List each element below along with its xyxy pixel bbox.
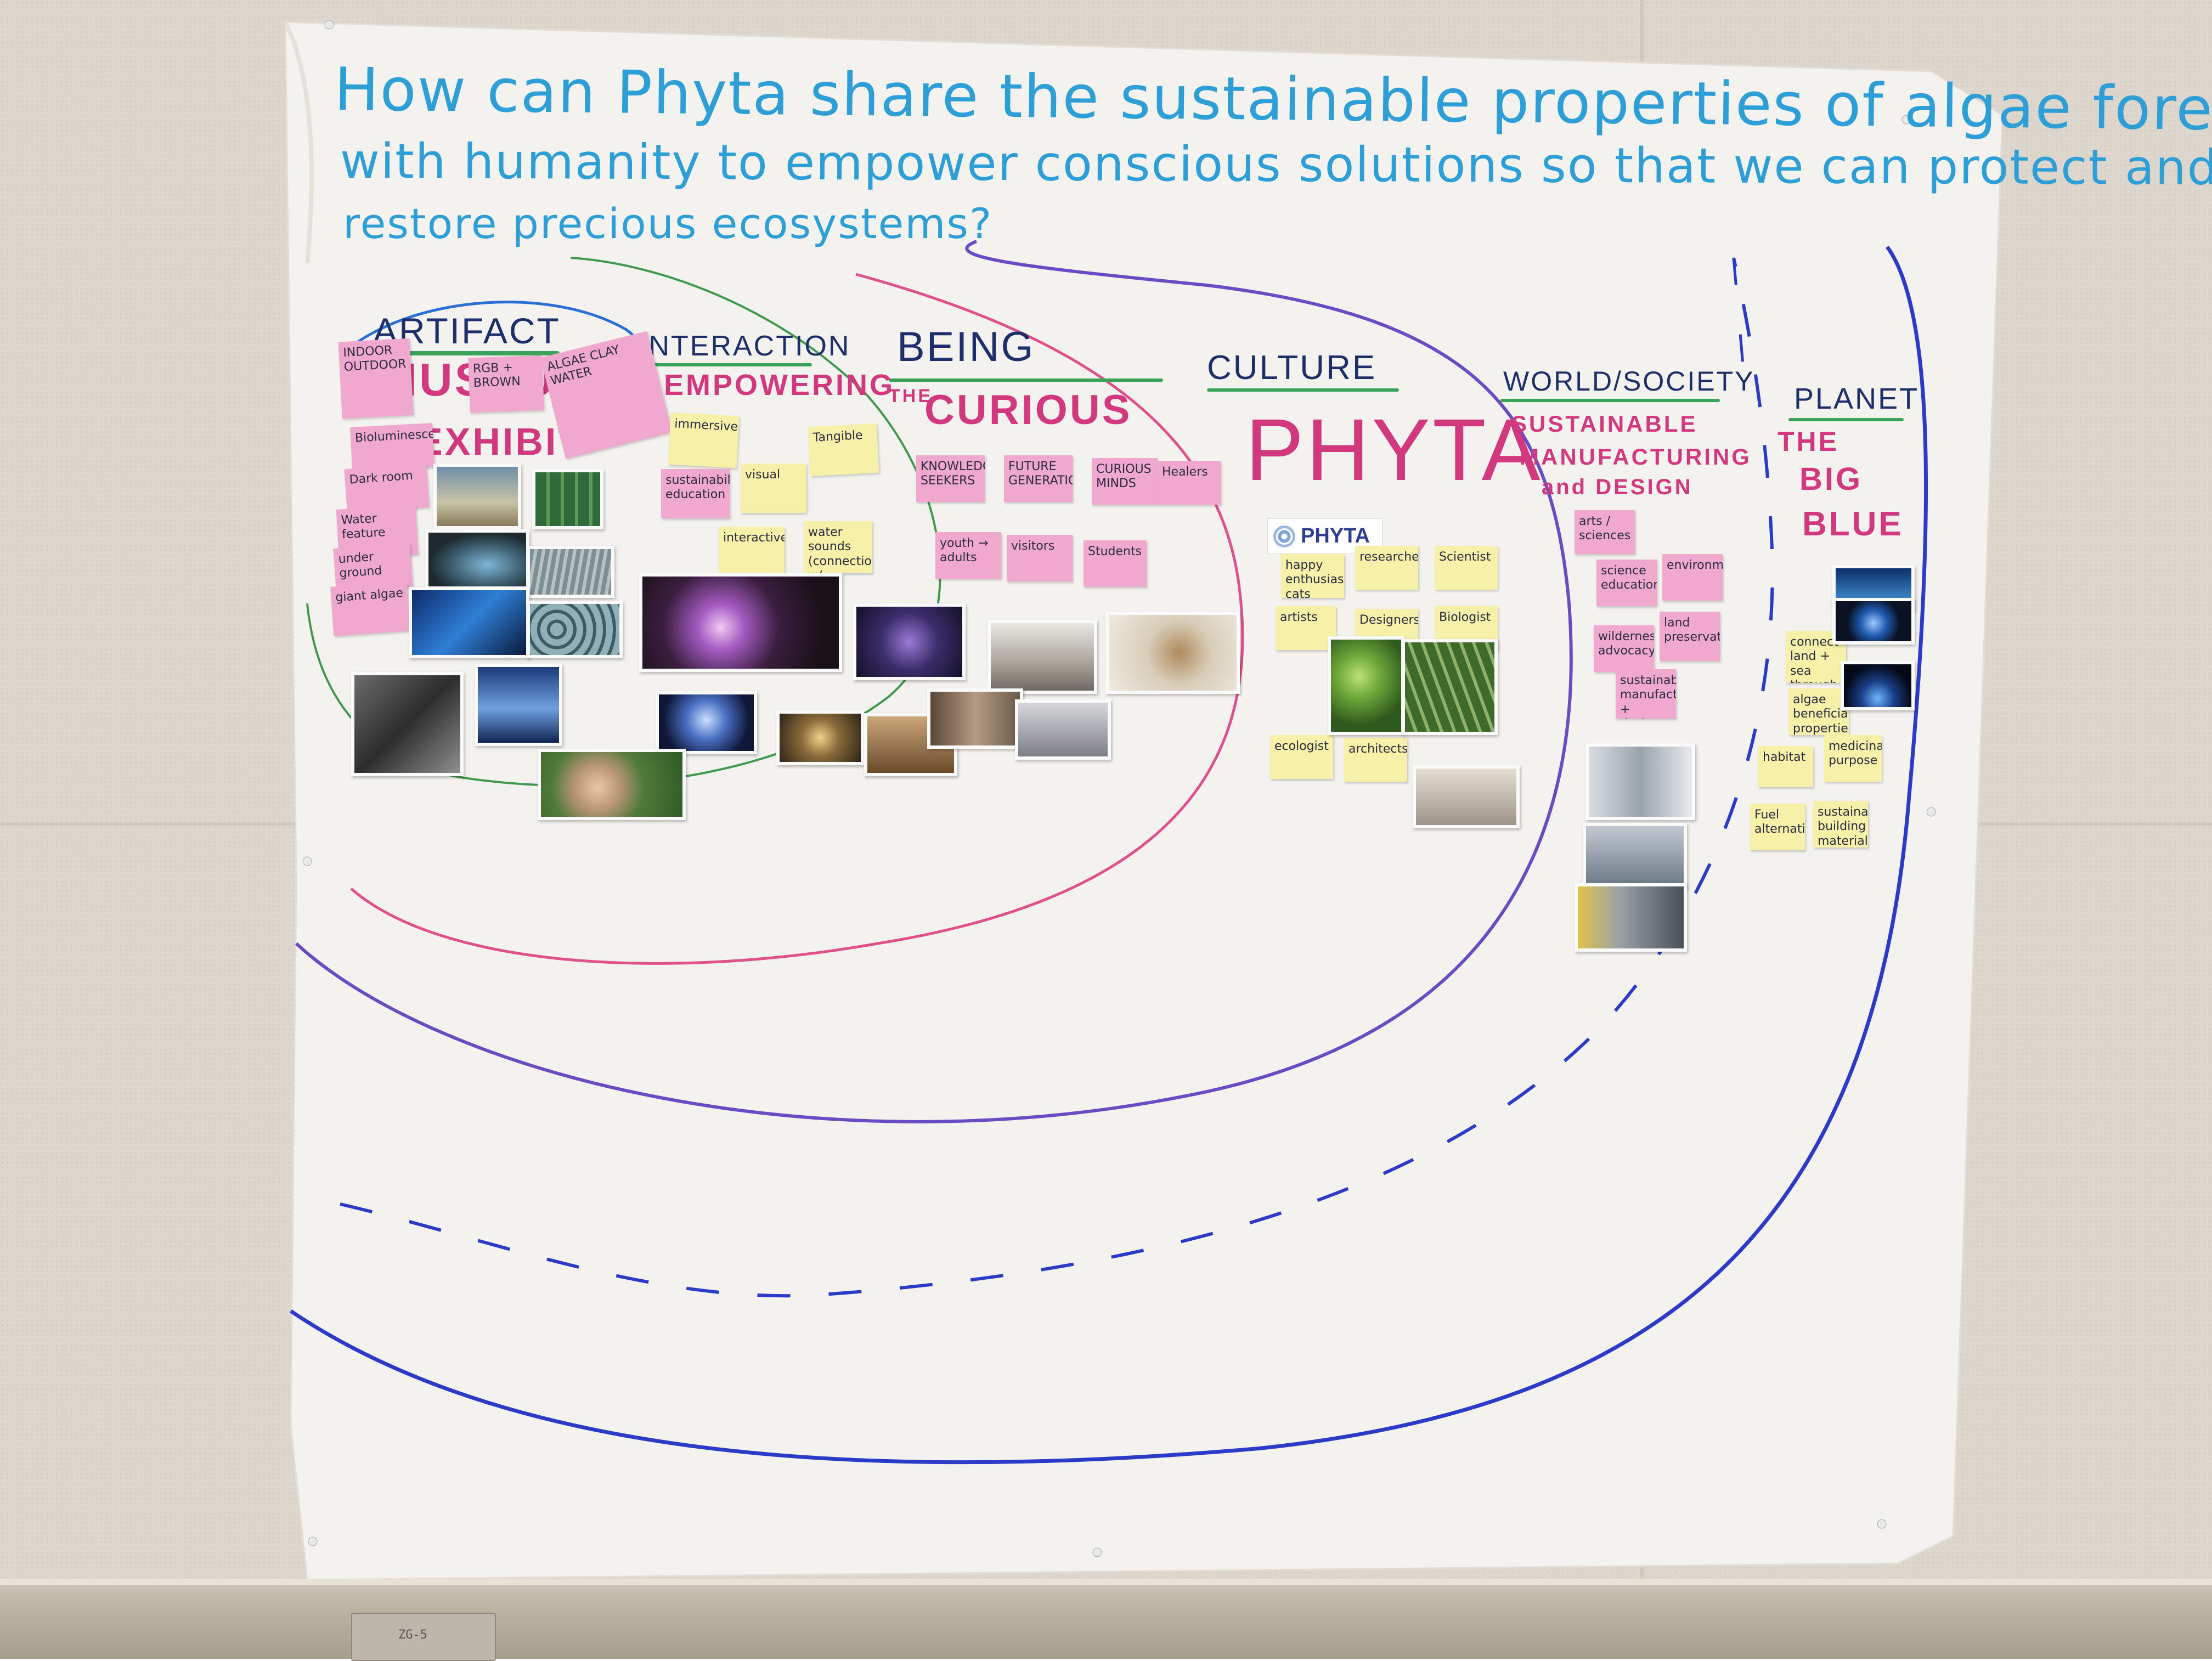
photo-water-channels <box>527 546 614 598</box>
photo-computer-work <box>1583 823 1687 889</box>
poster-curl <box>283 21 314 264</box>
sticky-note: Fuel alternatives <box>1750 804 1805 850</box>
sticky-note: visitors <box>1007 535 1073 581</box>
photo-lit-model <box>776 710 864 765</box>
photo-hand-leaf <box>538 749 686 820</box>
sticky-note: connect land + sea through algae <box>1786 631 1846 683</box>
wall-ledge <box>0 1585 2212 1659</box>
outer-blue-ring <box>290 245 1928 1465</box>
headline-being: CURIOUS <box>924 387 1132 433</box>
planet-underline <box>1788 418 1904 421</box>
photo-blue-light-cave <box>409 587 529 658</box>
phyta-logo-card: PHYTA <box>1267 518 1383 554</box>
switch-label: ZG-5 <box>398 1628 427 1642</box>
phyta-logo-text: PHYTA <box>1301 524 1370 547</box>
sticky-note: Dark room <box>344 463 430 513</box>
photo-glowing-exhibit <box>639 573 842 672</box>
headline-interaction: EMPOWERING <box>664 369 895 402</box>
category-being: BEING <box>897 324 1035 370</box>
photo-beach-cove <box>433 464 521 529</box>
photo-classroom <box>1413 765 1520 828</box>
sticky-note: researchers <box>1355 546 1418 590</box>
category-interaction: INTERACTION <box>639 330 851 362</box>
photo-museum-hall <box>988 620 1097 694</box>
category-world-society: WORLD/SOCIETY <box>1503 366 1755 397</box>
sticky-note: KNOWLEDGE SEEKERS <box>916 455 985 502</box>
sticky-note: interactive <box>719 527 785 573</box>
sticky-note: Students <box>1084 540 1147 587</box>
photo-sculpture-figure <box>1105 612 1240 694</box>
sticky-note: Tangible <box>808 423 879 477</box>
photo-people-crowd <box>927 688 1023 749</box>
sticky-note: environmentalists <box>1662 554 1723 601</box>
sticky-note: wilderness advocacy <box>1594 625 1654 672</box>
photo-iceberg <box>475 664 562 746</box>
sticky-note: algae beneficial properties <box>1788 688 1849 735</box>
photo-water-tanks <box>527 601 623 658</box>
sticky-note: artists <box>1276 606 1336 650</box>
sticky-note: land preservation <box>1660 612 1720 661</box>
photo-leaf-texture <box>1402 639 1498 735</box>
sticky-note: INDOOR OUTDOOR <box>338 338 414 419</box>
culture-underline <box>1207 388 1399 392</box>
sticky-note: science education <box>1596 560 1657 606</box>
photo-stone-blocks <box>351 672 464 776</box>
photo-green-grid <box>532 469 603 529</box>
interaction-underline <box>636 363 812 366</box>
sticky-note: architects <box>1344 738 1407 782</box>
sticky-note: CURIOUS MINDS <box>1092 458 1158 505</box>
phyta-logo-icon <box>1273 525 1295 547</box>
being-underline <box>889 378 1163 382</box>
poster-paper <box>284 21 2004 1581</box>
sticky-note: immersive <box>668 412 740 468</box>
poster-title-line-3: restore precious ecosystems? <box>343 199 993 248</box>
photo-factory-workers <box>1575 883 1687 952</box>
headline-planet-1: THE <box>1778 426 1839 457</box>
photo-sea-cave <box>425 529 529 590</box>
sticky-note: FUTURE GENERATIONS <box>1004 455 1073 502</box>
purple-ring <box>295 240 1573 1123</box>
poster-title-line-2: with humanity to empower conscious solut… <box>340 133 2212 196</box>
sticky-note: happy enthusiastic cats <box>1281 554 1344 598</box>
photo-visitors-group <box>1015 699 1111 760</box>
artifact-underline <box>362 351 560 355</box>
sticky-note: Scientist <box>1435 546 1498 590</box>
headline-planet-3: BLUE <box>1802 505 1904 543</box>
wall-ledge-top <box>0 1579 2212 1586</box>
sticky-note: youth → adults <box>935 532 1001 579</box>
planet-divider <box>1732 257 1746 385</box>
photo-algae-cells <box>1328 636 1404 735</box>
sticky-note: Healers <box>1158 461 1221 505</box>
headline-artifact-2: EXHIBIT <box>417 420 584 463</box>
photo-jellyfish <box>656 691 757 754</box>
headline-world-2: MANUFACTURING <box>1520 444 1752 470</box>
sticky-note: sustainability education <box>661 469 730 518</box>
photo-lab-scientist <box>1585 743 1695 820</box>
sticky-note: giant algae <box>330 581 410 636</box>
headline-culture: PHYTA <box>1245 400 1543 499</box>
category-culture: CULTURE <box>1207 349 1377 387</box>
photo-earth-horizon <box>1841 661 1915 710</box>
sticky-note: medicinal purpose <box>1824 735 1882 782</box>
sticky-note: sustainable manufacturing + design <box>1616 669 1676 719</box>
sticky-note: visual <box>741 464 806 513</box>
world-underline <box>1500 399 1720 402</box>
sticky-note: RGB + BROWN <box>468 355 544 413</box>
headline-world-3: and DESIGN <box>1542 475 1693 499</box>
headline-world-1: SUSTAINABLE <box>1511 411 1698 437</box>
sticky-note: water sounds (connection w/ nature) <box>804 521 872 573</box>
sticky-note: arts / sciences <box>1575 510 1635 554</box>
wall-light-switch: ZG-5 <box>351 1613 496 1661</box>
headline-planet-2: BIG <box>1799 461 1863 497</box>
headline-being-prefix: THE <box>889 386 933 406</box>
sticky-note: ecologist <box>1270 735 1333 779</box>
category-planet: PLANET <box>1794 382 1920 415</box>
photo-purple-room <box>853 603 966 680</box>
sticky-note: habitat <box>1758 746 1813 787</box>
sticky-note: sustainable building material <box>1813 801 1868 848</box>
pink-ring <box>350 273 1244 965</box>
photo-earth-globe <box>1832 598 1915 645</box>
